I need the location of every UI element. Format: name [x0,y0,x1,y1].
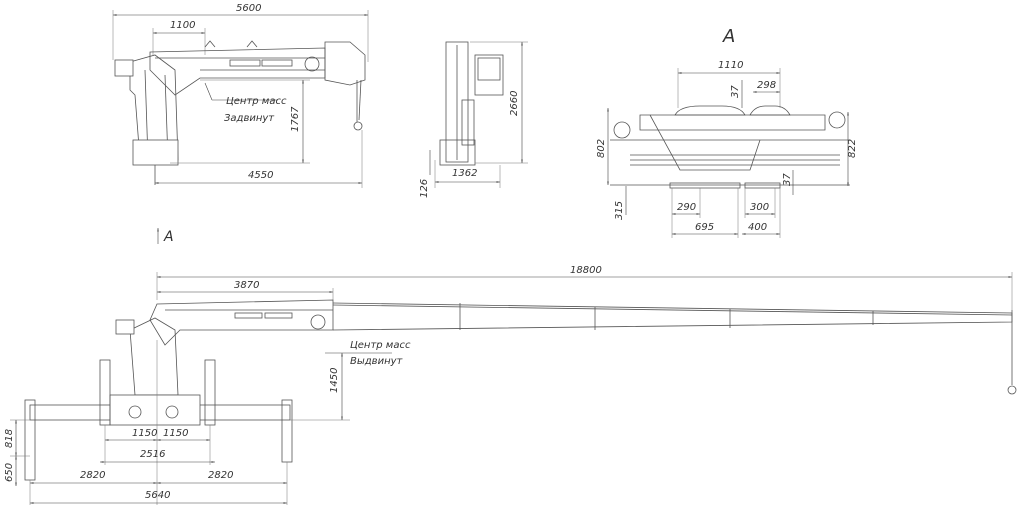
dim-a-base: 315 [614,201,625,220]
dim-a-height-right: 822 [847,139,858,158]
dim-a-width: 1110 [718,60,743,71]
state-label: Задвинут [224,113,275,124]
dim-inner-right: 1150 [163,428,188,439]
dim-max-reach: 18800 [570,265,602,276]
dim-extended-height: 1450 [329,368,340,393]
view-a-title: A [722,26,735,47]
dim-front-base: 126 [419,179,430,198]
dim-a-gap-bottom: 37 [782,173,793,186]
state-label-ext: Выдвинут [350,356,404,367]
dim-a-290: 290 [677,202,696,213]
dim-a-gap-top: 37 [730,85,741,98]
dim-column-offset: 1100 [170,20,195,31]
retracted-side-view: 5600 1100 4550 1767 Центр масс [112,3,369,188]
dim-first-section: 3870 [234,280,259,291]
front-view: 2660 1362 126 [419,41,528,198]
dim-height: 1767 [290,106,301,132]
dim-inner-span: 2516 [140,449,165,460]
mass-center-label: Центр масс [226,96,287,107]
dim-outer-left: 2820 [80,470,105,481]
view-a: A 1110 298 37 802 822 37 315 [596,26,858,238]
mass-center-label-ext: Центр масс [350,340,411,351]
extended-side-view: A 18800 3870 [4,228,1017,505]
dim-front-width: 1362 [452,168,477,179]
dim-outer-span: 5640 [145,490,170,501]
dim-reach: 4550 [248,170,273,181]
dim-overall-length: 5600 [236,3,261,14]
dim-a-pad: 298 [757,80,776,91]
dim-leg-stroke: 650 [4,463,15,482]
dim-front-height: 2660 [509,91,520,116]
dim-leg-height: 818 [4,429,15,448]
dim-a-400: 400 [748,222,767,233]
view-a-marker: A [163,229,174,245]
dim-a-300: 300 [750,202,769,213]
dim-outer-right: 2820 [208,470,233,481]
dim-a-height-left: 802 [596,139,607,158]
dim-a-695: 695 [695,222,714,233]
dim-inner-left: 1150 [132,428,157,439]
